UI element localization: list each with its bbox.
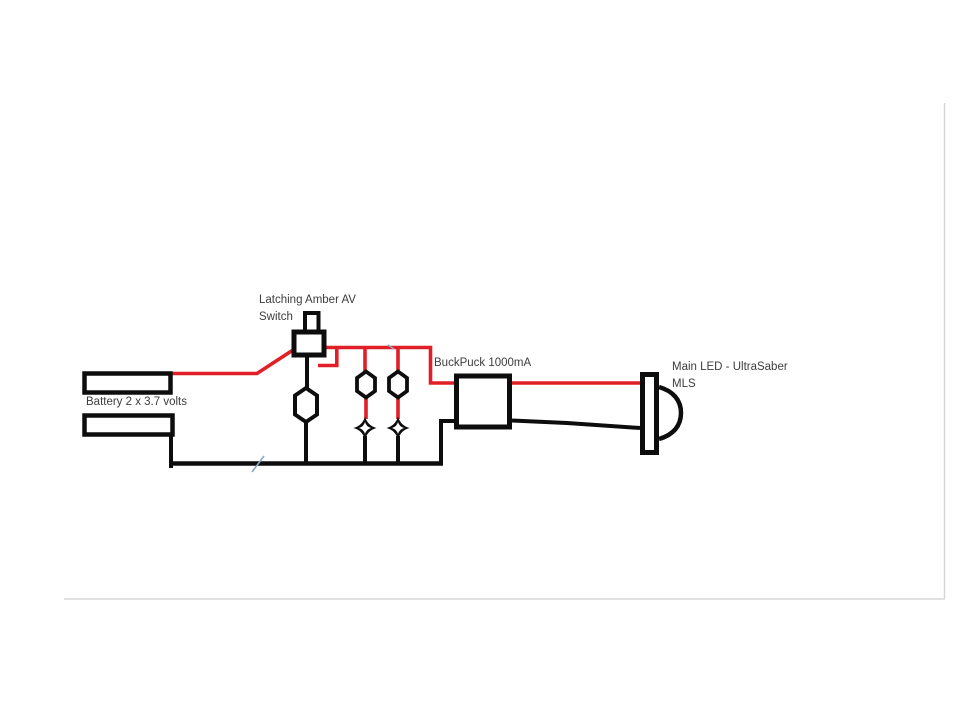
ground-to-buckpuck-wire <box>439 419 455 464</box>
main-led-label-line2: MLS <box>672 378 696 390</box>
main-led-lens <box>658 384 684 442</box>
stray-mark-red-bus <box>387 344 395 350</box>
battery-label: Battery 2 x 3.7 volts <box>86 396 187 408</box>
battery-to-switch-positive-wire <box>166 348 294 376</box>
resistor-icon <box>293 385 319 425</box>
switch-label-line1: Latching Amber AV <box>259 294 356 306</box>
buckpuck-label: BuckPuck 1000mA <box>434 357 532 369</box>
resistor2-icon <box>387 369 409 400</box>
switch-button <box>303 311 321 334</box>
main-led-label-line1: Main LED - UltraSaber <box>672 361 788 373</box>
battery-cell-bottom <box>82 413 175 437</box>
switch-terminal-hook-wire <box>318 349 339 368</box>
accent-led1-core <box>359 422 371 434</box>
switch-body <box>291 329 327 358</box>
stray-mark-ground-bus <box>251 455 265 473</box>
accent-led2-core <box>392 422 404 434</box>
switch-label-line2: Switch <box>259 311 293 323</box>
buckpuck-box <box>454 373 512 430</box>
main-led-body <box>640 372 659 455</box>
buckpuck-to-led-negative-wire <box>511 418 641 430</box>
switch-to-buckpuck-positive-wire <box>325 345 456 385</box>
resistor1-icon <box>355 369 377 400</box>
battery-cell-top <box>82 371 173 395</box>
